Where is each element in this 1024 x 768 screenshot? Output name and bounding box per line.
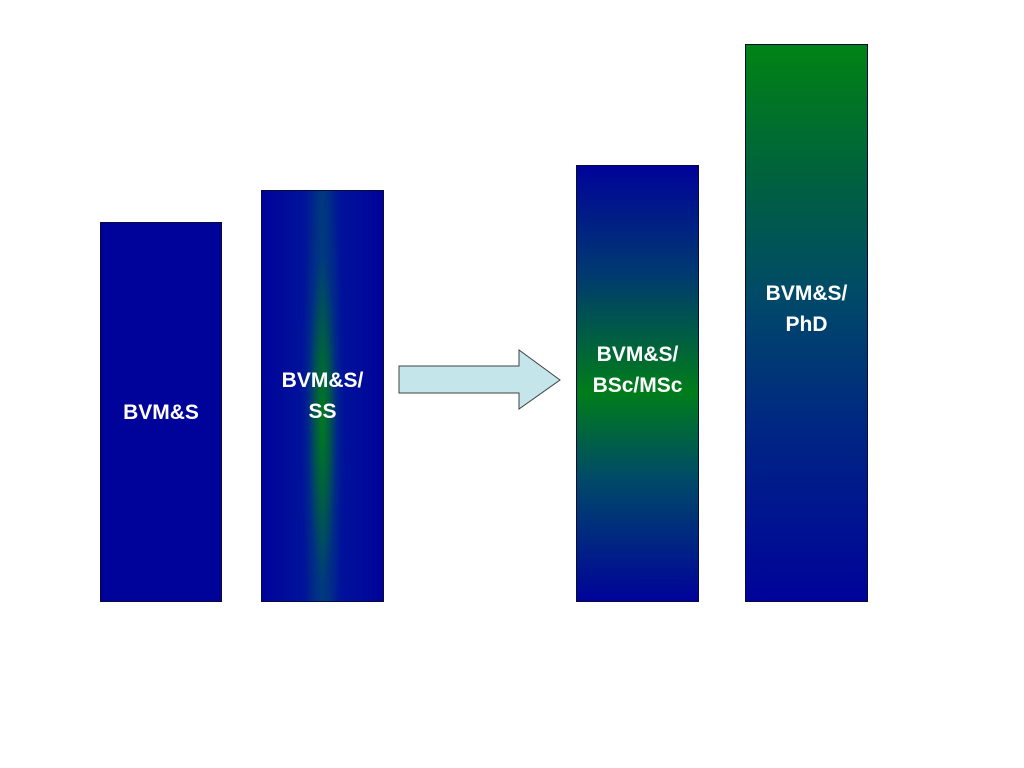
bar-label: BVM&S/ BSc/MSc — [592, 342, 683, 397]
arrow-shape — [398, 349, 561, 410]
bar-bvms-ss: BVM&S/ SS — [261, 190, 384, 602]
bar-label: BVM&S/ SS — [281, 369, 364, 423]
bar-label: BVM&S/ PhD — [765, 282, 848, 336]
bar-label: BVM&S — [123, 400, 199, 424]
right-arrow-icon — [398, 349, 561, 410]
bar-bvms-phd: BVM&S/ PhD — [745, 44, 868, 602]
bar-bvms-bsc-msc: BVM&S/ BSc/MSc — [576, 165, 699, 602]
bar-bvms: BVM&S — [100, 222, 222, 602]
